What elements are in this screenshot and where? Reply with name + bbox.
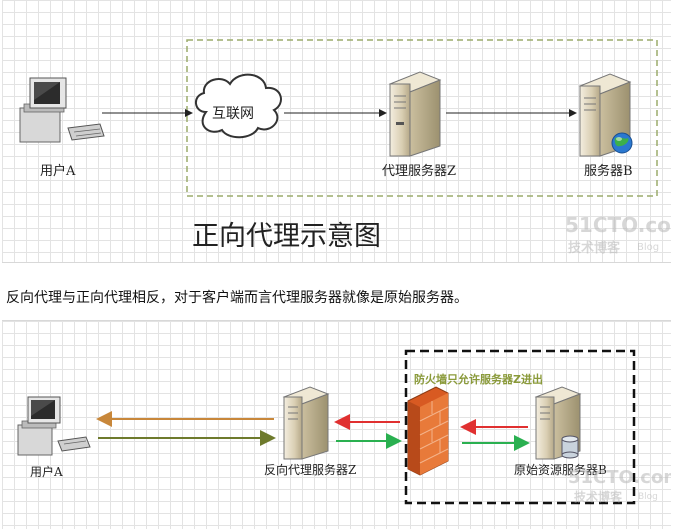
diagram-title: 正向代理示意图 xyxy=(192,221,381,252)
watermark-sub-2: 技术博客 xyxy=(574,489,623,504)
user-label-2: 用户A xyxy=(30,464,63,479)
reverse-proxy-label: 反向代理服务器Z xyxy=(264,462,356,477)
watermark-logo: 51CTO.com 技术博客 Blog xyxy=(565,213,671,256)
watermark-sub: 技术博客 xyxy=(568,240,621,256)
firewall-note: 防火墙只允许服务器Z进出 xyxy=(414,372,543,386)
watermark-blog-2: Blog xyxy=(638,492,658,502)
proxy-label: 代理服务器Z xyxy=(382,163,456,179)
watermark-blog: Blog xyxy=(637,242,659,253)
server-b-label: 服务器B xyxy=(584,163,633,179)
firewall-zone-border xyxy=(404,349,636,505)
user-label: 用户A xyxy=(40,163,76,179)
watermark-brand-2: 51CTO.com xyxy=(568,467,671,488)
proxy-server-icon xyxy=(388,71,442,157)
reverse-proxy-svg: 用户A 反向代理服务器Z 防火墙只允许服务器Z进出 xyxy=(17,349,671,505)
internet-label: 互联网 xyxy=(212,106,254,122)
user-computer-icon-2 xyxy=(17,396,91,456)
origin-server-label: 原始资源服务器B xyxy=(514,462,607,477)
database-cylinder-icon xyxy=(561,435,579,459)
user-computer-icon xyxy=(19,77,105,143)
reverse-proxy-server-icon xyxy=(282,386,330,460)
server-b-icon xyxy=(578,73,632,157)
watermark-logo-2: 51CTO.com 技术博客 Blog xyxy=(568,467,671,504)
forward-proxy-diagram: 用户A 互联网 代理服务器Z 服务器B 正向代理示意图 51CTO.c xyxy=(2,0,671,263)
proxy-zone-border xyxy=(186,39,658,197)
watermark-brand: 51CTO.com xyxy=(565,213,671,237)
reverse-proxy-diagram: 用户A 反向代理服务器Z 防火墙只允许服务器Z进出 xyxy=(2,320,671,529)
firewall-brick-wall-icon xyxy=(407,386,449,476)
forward-proxy-svg: 用户A 互联网 代理服务器Z 服务器B 正向代理示意图 51CTO.c xyxy=(19,39,671,256)
reverse-proxy-caption: 反向代理与正向代理相反，对于客户端而言代理服务器就像是原始服务器。 xyxy=(6,290,468,306)
globe-icon xyxy=(611,132,633,154)
internet-cloud-icon xyxy=(195,73,282,139)
